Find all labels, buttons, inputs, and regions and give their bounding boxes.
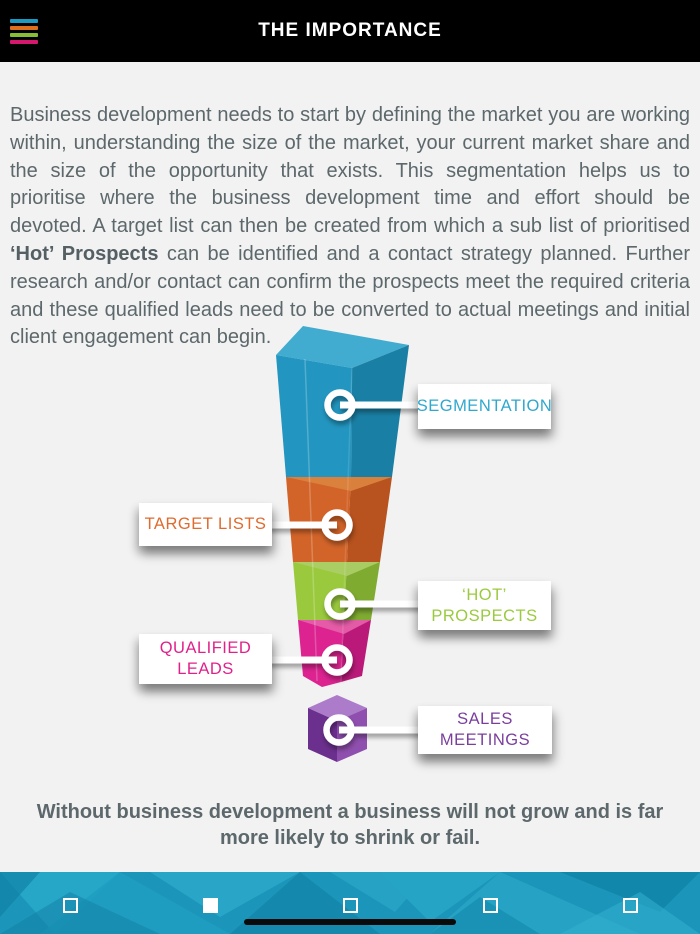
footer-poly-background	[0, 872, 700, 934]
connector-lines	[268, 389, 432, 746]
funnel-facet-line-left	[304, 358, 318, 682]
marker-qualified-leads	[321, 644, 353, 676]
label-segmentation-text: SEGMENTATION	[416, 397, 553, 415]
page-indicators	[0, 872, 700, 934]
label-qualified-leads-line1: QUALIFIED	[159, 639, 252, 657]
label-hot-prospects-line2: PROSPECTS	[431, 606, 538, 625]
label-hot-prospects-line1: ‘HOT’	[462, 585, 507, 604]
funnel-graphic	[268, 326, 432, 762]
page-indicator-4[interactable]	[483, 898, 498, 913]
page-title: THE IMPORTANCE	[258, 20, 442, 41]
header-bar: THE IMPORTANCE	[0, 0, 700, 62]
funnel-stage-target-lists	[286, 477, 392, 562]
intro-text-after: can be identified and a contact strategy…	[10, 242, 690, 349]
label-sales-meetings: SALES MEETINGS	[418, 706, 552, 754]
label-qualified-leads: QUALIFIED LEADS	[139, 634, 272, 684]
page-indicator-1[interactable]	[63, 898, 78, 913]
intro-text-before: Business development needs to start by d…	[10, 104, 690, 238]
funnel-stage-qualified-leads	[298, 620, 371, 687]
label-target-lists-text: TARGET LISTS	[144, 515, 267, 533]
marker-hot-prospects	[324, 588, 356, 620]
page-indicator-2-active[interactable]	[203, 898, 218, 913]
marker-sales-meetings	[323, 714, 355, 746]
page-indicator-5[interactable]	[623, 898, 638, 913]
marker-segmentation	[324, 389, 356, 421]
marker-target-lists	[321, 509, 353, 541]
label-segmentation: SEGMENTATION	[416, 384, 553, 429]
hamburger-menu-icon[interactable]	[10, 19, 38, 45]
menu-bar-green	[10, 33, 38, 37]
intro-paragraph: Business development needs to start by d…	[0, 88, 700, 352]
label-sales-meetings-line2: MEETINGS	[439, 731, 531, 749]
closing-statement: Without business development a business …	[36, 801, 664, 849]
intro-bold-text: ‘Hot’ Prospects	[10, 242, 159, 265]
menu-bar-teal	[10, 19, 38, 23]
label-qualified-leads-line2: LEADS	[177, 660, 234, 678]
funnel-stage-segmentation	[276, 326, 409, 477]
menu-bar-pink	[10, 40, 38, 44]
label-target-lists: TARGET LISTS	[139, 503, 272, 546]
page-indicator-3[interactable]	[343, 898, 358, 913]
footer-bar	[0, 872, 700, 934]
label-hot-prospects: ‘HOT’ PROSPECTS	[418, 581, 551, 630]
label-sales-meetings-line1: SALES	[457, 710, 513, 728]
home-indicator-bar[interactable]	[244, 919, 456, 925]
menu-bar-orange	[10, 26, 38, 30]
